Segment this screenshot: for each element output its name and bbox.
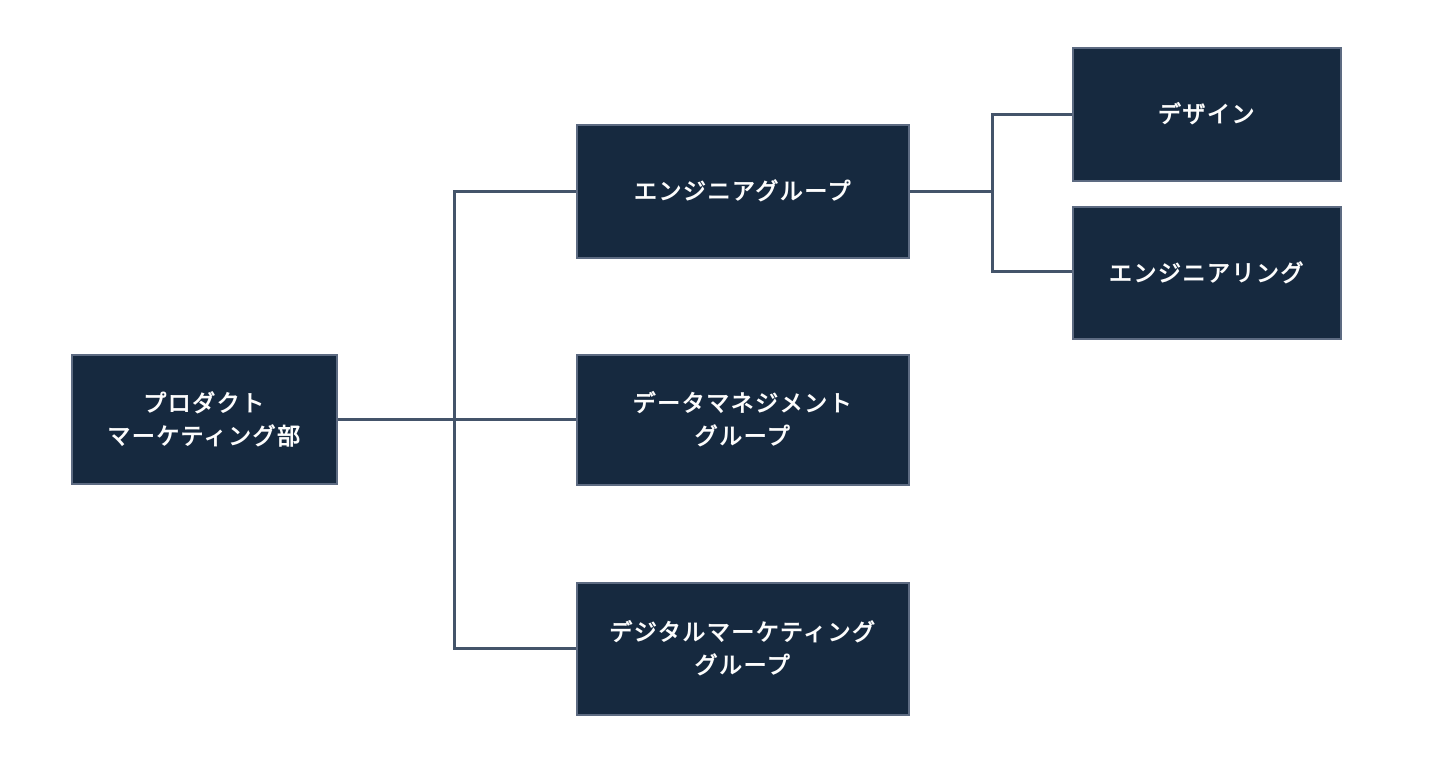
connector-branch-engineer-group <box>453 190 576 193</box>
org-node-data-management-group-label: データマネジメント グループ <box>632 390 854 449</box>
org-node-digital-marketing-group-label: デジタルマーケティング グループ <box>609 619 877 678</box>
org-node-data-management-group: データマネジメント グループ <box>576 354 910 486</box>
org-node-engineer-group: エンジニアグループ <box>576 124 910 259</box>
org-node-engineering: エンジニアリング <box>1072 206 1342 340</box>
connector-branch-design <box>991 113 1072 116</box>
org-node-product-marketing-dept-label: プロダクト マーケティング部 <box>107 389 302 449</box>
org-node-engineering-label: エンジニアリング <box>1109 259 1305 286</box>
org-node-design: デザイン <box>1072 47 1342 182</box>
connector-root-to-data-management <box>338 418 576 421</box>
org-node-engineer-group-label: エンジニアグループ <box>634 178 852 205</box>
org-node-design-label: デザイン <box>1158 101 1256 128</box>
org-node-product-marketing-dept: プロダクト マーケティング部 <box>71 354 338 485</box>
connector-branch-digital-marketing-group <box>453 647 576 650</box>
connector-left-trunk <box>453 190 456 650</box>
connector-engineer-group-out <box>910 190 994 193</box>
connector-branch-engineering <box>991 270 1072 273</box>
connector-right-trunk <box>991 113 994 273</box>
org-node-digital-marketing-group: デジタルマーケティング グループ <box>576 582 910 716</box>
